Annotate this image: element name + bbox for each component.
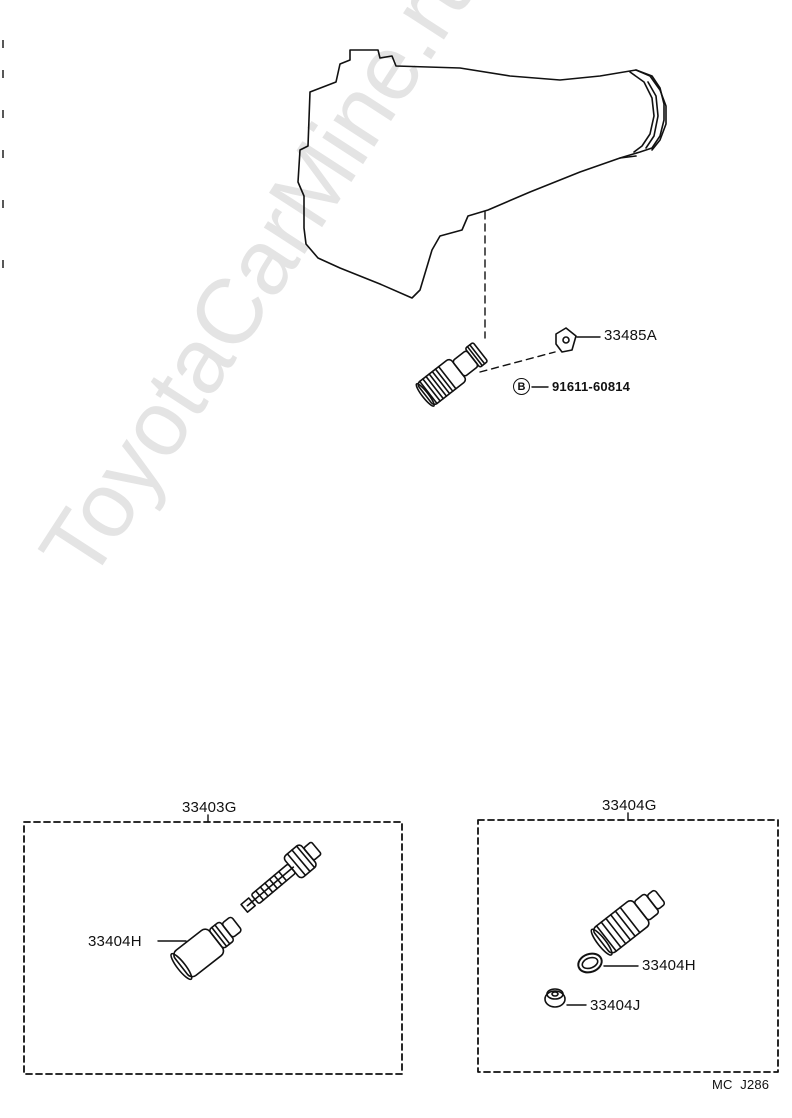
- alignment-lines: [479, 211, 556, 373]
- label-kit-right-title: 33404G: [602, 797, 657, 814]
- bolt-marker-circle: B: [513, 378, 530, 395]
- label-bolt: 91611-60814: [552, 379, 631, 394]
- label-kit-left-sleeve: 33404H: [88, 933, 142, 950]
- speedometer-driven-sleeve: [415, 342, 488, 407]
- sleeve-left: [170, 916, 242, 981]
- label-kit-right-oring: 33404H: [642, 957, 696, 974]
- label-kit-left-title: 33403G: [182, 799, 237, 816]
- oil-seal: [544, 988, 566, 1008]
- label-kit-right-seal: 33404J: [590, 997, 641, 1014]
- kit-right-frame: [477, 819, 779, 1073]
- driven-gear-shaft: [240, 841, 322, 913]
- lock-plate-clip: [555, 327, 577, 353]
- transmission-housing: [297, 49, 667, 299]
- kit-left-frame: [23, 821, 403, 1075]
- label-clip: 33485A: [604, 327, 657, 344]
- o-ring: [577, 952, 603, 974]
- sleeve-right: [590, 889, 666, 956]
- footer-code: MC J286: [712, 1077, 770, 1092]
